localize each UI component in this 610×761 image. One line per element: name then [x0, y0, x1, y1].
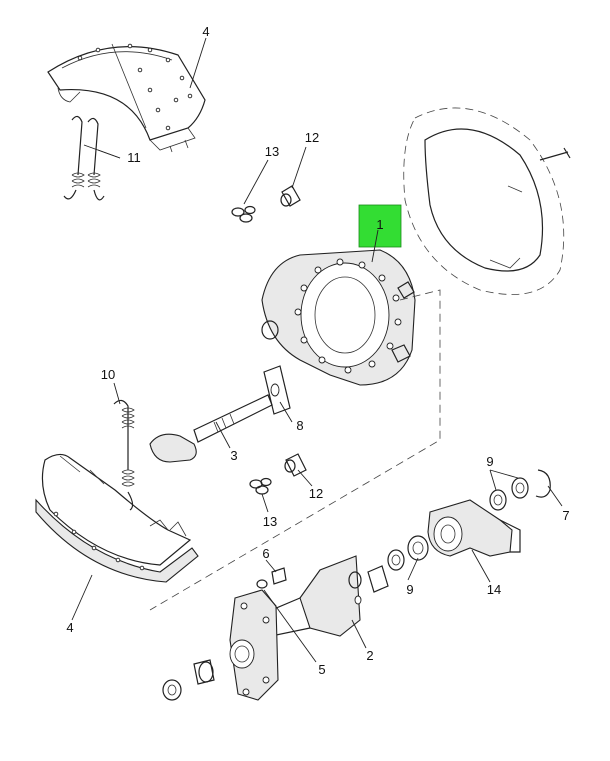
- callout-7: 7: [562, 508, 569, 523]
- camshaft: [149, 394, 273, 463]
- callout-6: 6: [262, 546, 269, 561]
- bushings-right: [367, 535, 429, 593]
- callout-5: 5: [318, 662, 325, 677]
- callout-12-top: 12: [305, 130, 319, 145]
- callout-11: 11: [127, 150, 141, 165]
- brake-spider: [261, 249, 416, 386]
- fitting-top: [280, 185, 301, 207]
- snap-ring: [535, 469, 551, 498]
- callout-12-lower: 12: [309, 486, 323, 501]
- fitting-lower: [284, 453, 307, 477]
- callout-9-lower: 9: [406, 582, 413, 597]
- callout-8: 8: [296, 418, 303, 433]
- washer-5: [256, 579, 268, 589]
- bolt-6: [271, 567, 287, 585]
- callout-3: 3: [230, 448, 237, 463]
- mounting-bracket: [229, 589, 279, 701]
- washers-upper: [489, 477, 529, 511]
- brake-spring: [113, 399, 135, 511]
- callout-13-top: 13: [265, 144, 279, 159]
- callout-13-lower: 13: [263, 514, 277, 529]
- slack-adjuster: [427, 499, 521, 557]
- bushings-lower: [162, 659, 215, 701]
- callout-4-top: 4: [202, 24, 209, 39]
- callout-1: 1: [376, 217, 383, 232]
- dust-shield: [403, 107, 571, 295]
- brake-shoe-bottom: [35, 453, 199, 583]
- callout-9-upper: 9: [486, 454, 493, 469]
- seal-plate: [263, 365, 291, 415]
- callout-4-bottom: 4: [66, 620, 73, 635]
- clip-lower: [249, 477, 272, 495]
- callout-10: 10: [101, 367, 115, 382]
- callout-14: 14: [487, 582, 501, 597]
- callouts: 4 11 13 12 1 10 8 3 12 13 9 7 6 9 14 4 5…: [66, 24, 569, 677]
- callout-2: 2: [366, 648, 373, 663]
- brake-shoe-top: [47, 43, 206, 153]
- part-1-highlight: [358, 204, 402, 248]
- return-springs: [63, 115, 105, 201]
- clip-top: [231, 205, 256, 223]
